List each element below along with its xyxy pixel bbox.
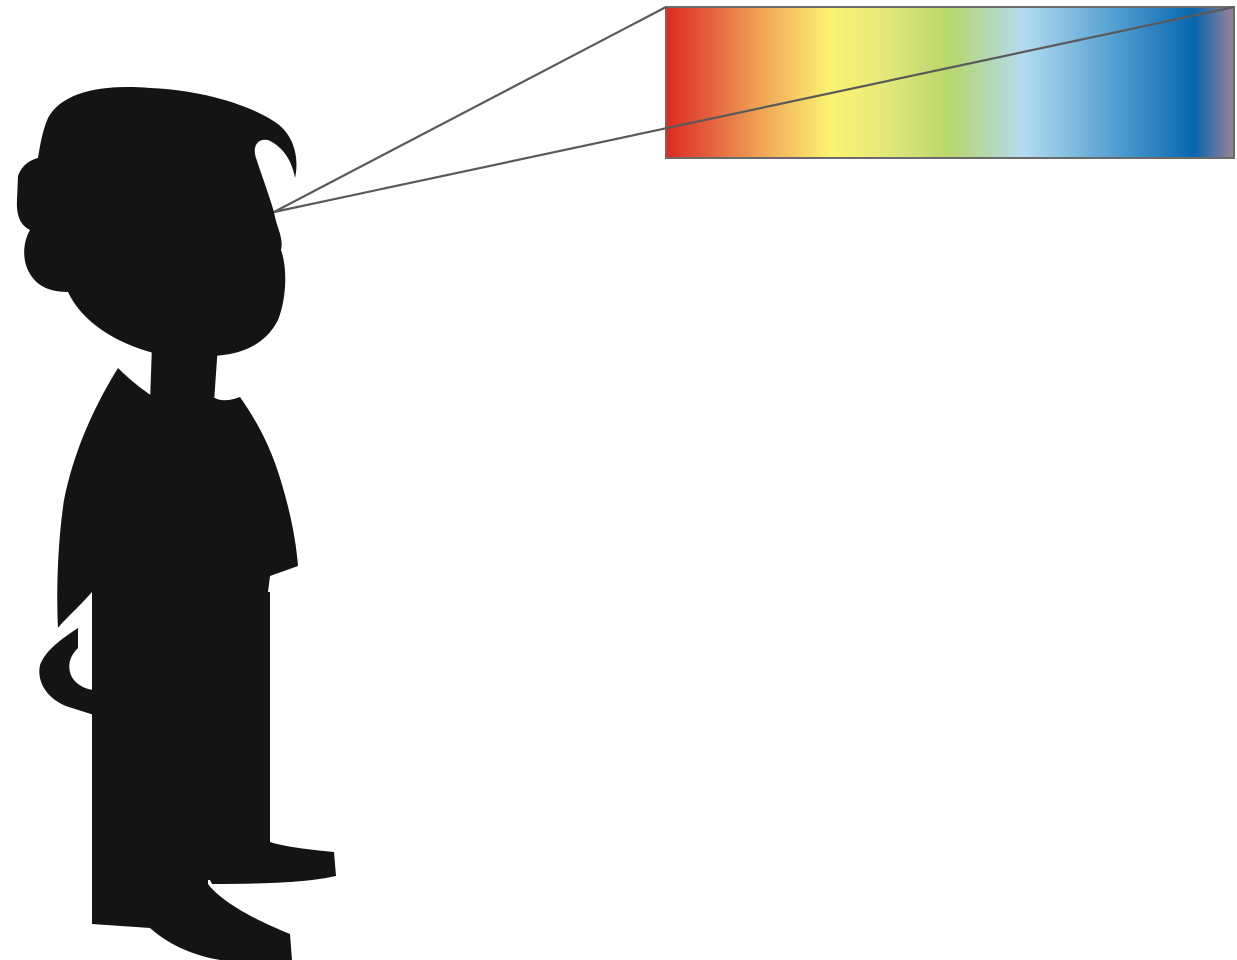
color-spectrum-bar [666, 7, 1234, 158]
sight-line-top [274, 7, 666, 212]
person-silhouette-icon [17, 87, 336, 960]
